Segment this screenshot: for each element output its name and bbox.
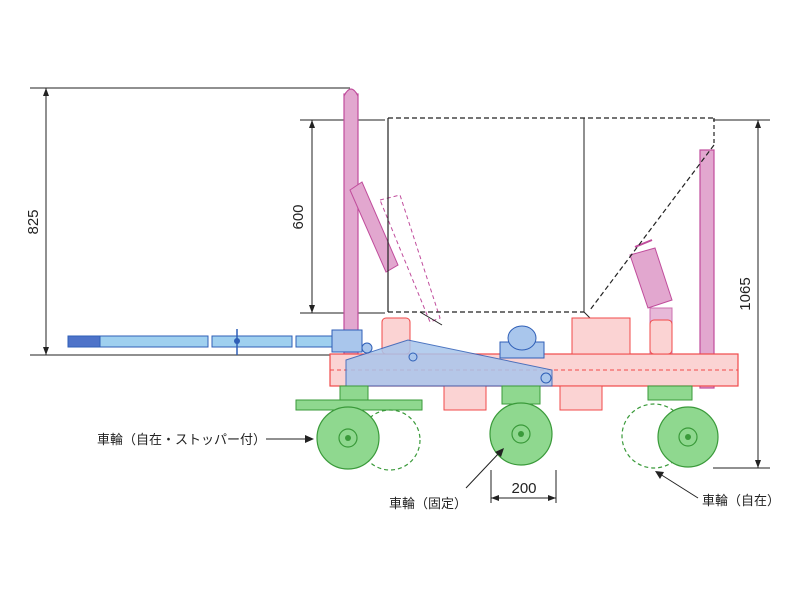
dimension-lines [30,87,770,503]
label-fixed-wheel: 車輪（固定） [389,496,467,512]
rear-handle [343,88,441,357]
wheel-swivel-caster [621,385,719,469]
lift-linkage [345,325,553,387]
dimension-arrowheads [43,88,761,501]
label-leaders [266,438,699,499]
wheel-fixed [489,385,553,466]
dimension-overall-height: 1065 [737,277,754,310]
front-handle [629,149,715,389]
wheel-caster-with-stopper [295,385,423,471]
label-caster-with-stopper: 車輪（自在・ストッパー付） [97,432,266,448]
dimension-handle-height: 825 [25,209,42,234]
bucket [387,117,715,329]
dimension-wheel-width: 200 [511,480,536,497]
tow-bar [67,329,363,355]
label-leader-arrowheads [305,435,664,479]
label-swivel-caster: 車輪（自在） [702,493,780,509]
dimension-bucket-height: 600 [290,204,307,229]
